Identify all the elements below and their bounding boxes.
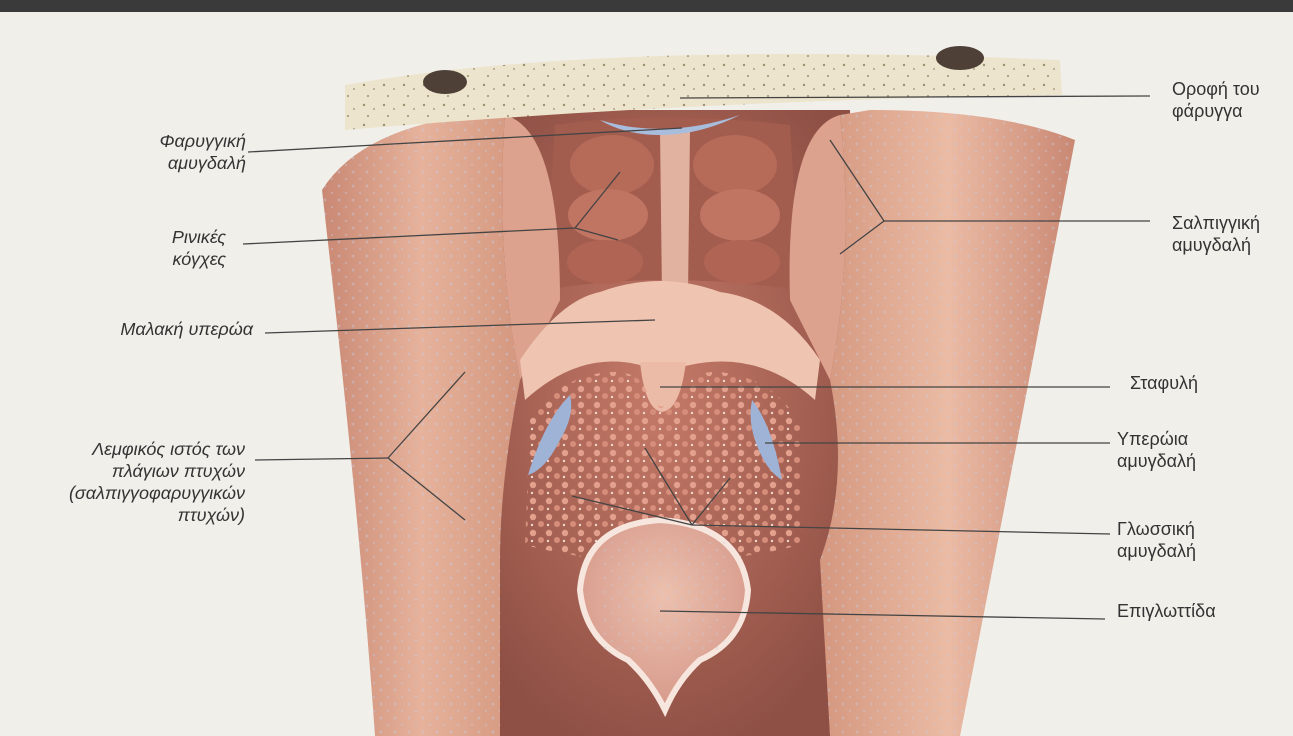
label-line: Ρινικές [172, 226, 226, 248]
label-nasal-conchae: Ρινικές κόγχες [172, 226, 226, 270]
label-line: Λεμφικός ιστός των [69, 438, 245, 460]
label-pharyngeal-tonsil: Φαρυγγική αμυγδαλή [159, 130, 246, 174]
epiglottis-texture [600, 540, 730, 650]
label-tubal-tonsil: Σαλπιγγική αμυγδαλή [1172, 212, 1260, 256]
label-pharynx-roof: Οροφή του φάρυγγα [1172, 78, 1260, 122]
bone-foramen-right [936, 46, 984, 70]
label-line: πλάγιων πτυχών [69, 460, 245, 482]
label-line: αμυγδαλή [1172, 234, 1260, 256]
label-line: πτυχών) [69, 504, 245, 526]
label-line: Υπερώια [1117, 428, 1196, 450]
label-line: κόγχες [172, 248, 226, 270]
label-line: Οροφή του [1172, 78, 1260, 100]
label-line: Μαλακή υπερώα [120, 318, 253, 340]
label-line: Γλωσσική [1117, 518, 1196, 540]
label-line: Φαρυγγική [159, 130, 246, 152]
label-line: Επιγλωττίδα [1117, 600, 1216, 622]
label-line: αμυγδαλή [1117, 450, 1196, 472]
label-line: αμυγδαλή [159, 152, 246, 174]
label-line: φάρυγγα [1172, 100, 1260, 122]
label-lateral-folds-lymphoid: Λεμφικός ιστός των πλάγιων πτυχών (σαλπι… [69, 438, 245, 526]
label-line: Σαλπιγγική [1172, 212, 1260, 234]
label-line: αμυγδαλή [1117, 540, 1196, 562]
label-lingual-tonsil: Γλωσσική αμυγδαλή [1117, 518, 1196, 562]
nasal-septum [660, 130, 690, 295]
label-line: (σαλπιγγοφαρυγγικών [69, 482, 245, 504]
wall-left-texture [322, 115, 520, 736]
bone-foramen-left [423, 70, 467, 94]
label-line: Σταφυλή [1130, 372, 1198, 394]
wall-right-texture [820, 110, 1075, 736]
label-palatine-tonsil: Υπερώια αμυγδαλή [1117, 428, 1196, 472]
label-soft-palate: Μαλακή υπερώα [120, 318, 253, 340]
label-uvula: Σταφυλή [1130, 372, 1198, 394]
label-epiglottis: Επιγλωττίδα [1117, 600, 1216, 622]
